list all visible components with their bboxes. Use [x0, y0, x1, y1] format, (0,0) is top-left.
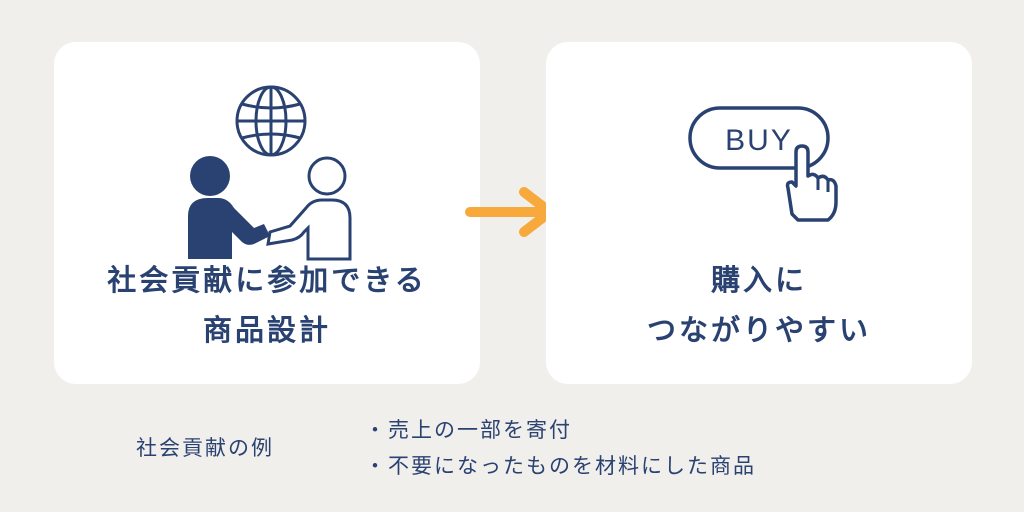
example-text: 売上の一部を寄付	[388, 418, 572, 442]
example-text: 不要になったものを材料にした商品	[388, 454, 756, 478]
right-card: BUY 購入に つながりやすい	[546, 42, 972, 384]
buy-button-icon: BUY	[688, 106, 838, 222]
right-card-text: 購入に つながりやすい	[546, 255, 972, 355]
left-card-line-1: 社会貢献に参加できる	[107, 263, 427, 297]
left-card-text: 社会貢献に参加できる 商品設計	[54, 255, 480, 355]
examples-list: ・売上の一部を寄付 ・不要になったものを材料にした商品	[364, 412, 756, 484]
left-card-line-2: 商品設計	[202, 313, 331, 347]
bullet-icon: ・	[364, 454, 388, 478]
bullet-icon: ・	[364, 418, 388, 442]
list-item: ・売上の一部を寄付	[364, 412, 756, 448]
left-card: 社会貢献に参加できる 商品設計	[54, 42, 480, 384]
handshake-globe-icon	[188, 85, 352, 261]
right-card-line-1: 購入に	[710, 263, 807, 297]
examples-label: 社会貢献の例	[136, 436, 274, 460]
buy-button-label: BUY	[725, 124, 793, 157]
right-card-line-2: つながりやすい	[646, 313, 871, 347]
list-item: ・不要になったものを材料にした商品	[364, 448, 756, 484]
